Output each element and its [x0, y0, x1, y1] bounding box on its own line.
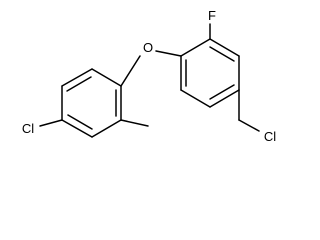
bond — [180, 38, 211, 57]
bond-ch2-cl — [238, 119, 260, 132]
molecule-structure: Cl O F Cl — [22, 8, 276, 144]
bond — [61, 68, 93, 87]
double-bond-inner — [209, 46, 235, 62]
bond-methyl — [120, 119, 149, 127]
atom-label-cl-aryl: Cl — [22, 121, 34, 136]
atom-label-oxygen: O — [143, 40, 153, 55]
double-bond-inner — [66, 76, 92, 92]
bond — [180, 89, 211, 108]
bond — [61, 119, 93, 138]
bond — [91, 119, 122, 138]
bond — [91, 68, 122, 87]
bond-o-left — [120, 55, 141, 87]
double-bond-inner — [209, 84, 235, 100]
bond — [209, 38, 240, 57]
atom-label-cl-benzylic: Cl — [264, 129, 276, 144]
atom-label-fluorine: F — [208, 8, 216, 23]
bond — [209, 89, 240, 108]
right-benzene-ring — [180, 38, 240, 108]
left-benzene-ring — [61, 68, 122, 138]
double-bond-inner — [67, 114, 93, 130]
bond-cl-left — [39, 119, 63, 127]
bond-o-right — [155, 50, 182, 57]
